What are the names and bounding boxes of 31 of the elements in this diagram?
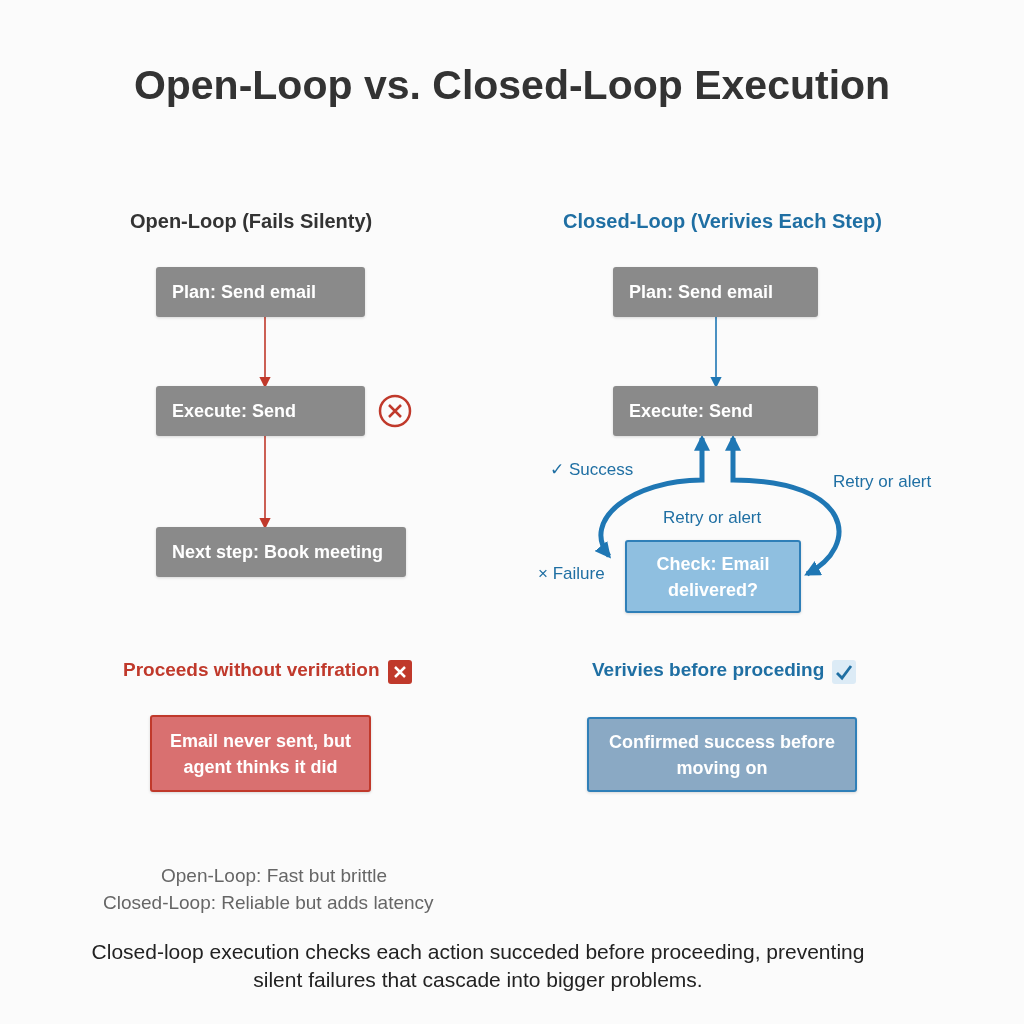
section-heading: Open-Loop (Fails Silenty) [130, 209, 373, 233]
box-text: Execute: Send [172, 400, 297, 423]
box-text: Email never sent, but agent thinks it did [168, 729, 353, 779]
box-text: Execute: Send [629, 400, 754, 423]
note-text: Closed-Loop: Reliable but adds latency [103, 891, 434, 915]
section-heading: Closed-Loop (Verivies Each Step) [563, 209, 882, 233]
verdict-text: Proceeds without verifration [123, 659, 380, 680]
loop-label: × Failure [538, 563, 605, 585]
process-box [613, 386, 818, 436]
title: Open-Loop vs. Closed-Loop Execution [132, 62, 892, 109]
process-box [613, 267, 818, 317]
loop-label: Retry or alert [663, 507, 762, 529]
verdict-text: Verivies before proceding [592, 659, 825, 680]
box-text: Confirmed success before moving on [607, 730, 837, 780]
box-text: Next step: Book meeting [172, 541, 384, 564]
process-box [587, 717, 857, 792]
double-arrow [725, 434, 842, 577]
process-box [156, 527, 406, 577]
process-box [625, 540, 801, 613]
arrow [710, 316, 722, 389]
box-text: Check: Email delivered? [655, 552, 771, 602]
box-text: Plan: Send email [629, 281, 774, 304]
process-box [156, 267, 365, 317]
double-arrow [595, 434, 710, 559]
arrow [259, 435, 271, 530]
caption: Closed-loop execution checks each action succeded before proceeding, preventing silent failures that cascade into bigger problems. [90, 939, 866, 993]
arrow [259, 316, 271, 389]
box-text: Plan: Send email [172, 281, 317, 304]
process-box [150, 715, 371, 792]
process-box [156, 386, 365, 436]
note-text: Open-Loop: Fast but brittle [161, 864, 387, 888]
